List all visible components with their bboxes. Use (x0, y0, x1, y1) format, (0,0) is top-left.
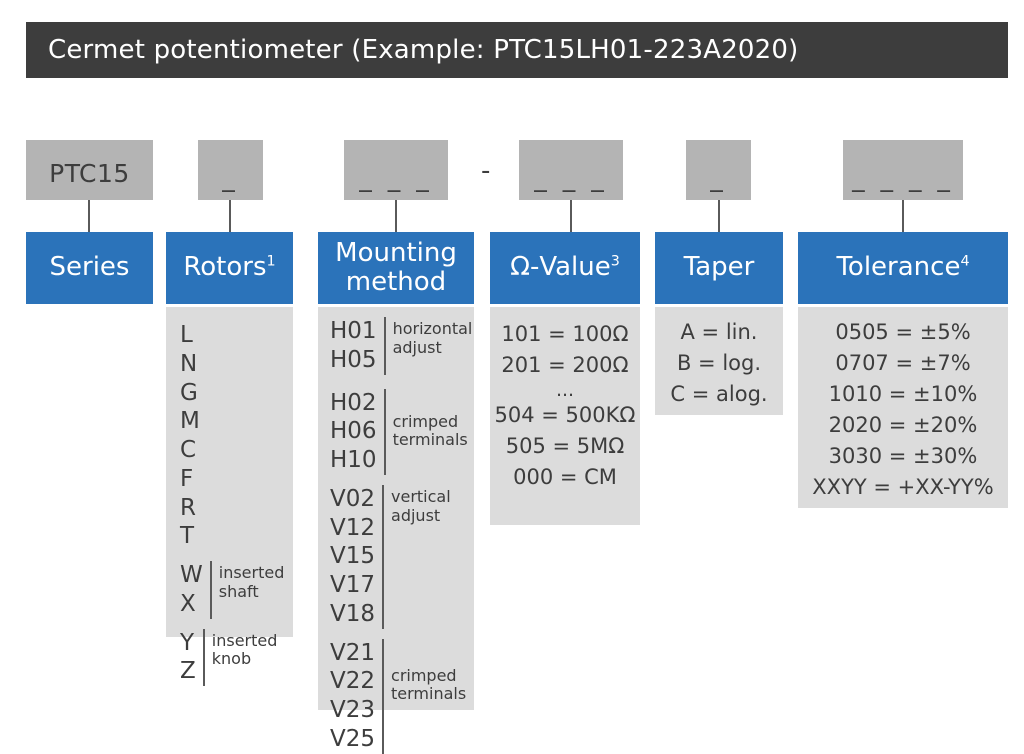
body-box-ohm-value: 101 = 100Ω 201 = 200Ω ... 504 = 500KΩ 50… (490, 307, 640, 525)
mount-codes-vertical-adjust: V02 V12 V15 V17 V18 (330, 485, 376, 627)
brace-bar-icon (209, 561, 212, 619)
rotor-group-inserted-shaft: W X inserted shaft (180, 561, 293, 619)
mount-note-crimped-terminals-v: crimped terminals (391, 665, 467, 704)
ohm-entry: 101 = 100Ω (501, 322, 629, 346)
tolerance-entry: 2020 = ±20% (828, 413, 978, 438)
mount-group-horizontal-adjust: H01 H05 horizontal adjust (330, 317, 474, 375)
mount-group-vertical-adjust: V02 V12 V15 V17 V18 vertical adjust (330, 484, 474, 629)
header-box-mounting-method: Mounting method (318, 232, 474, 304)
header-label-ohm-value: Ω-Value3 (510, 253, 620, 282)
part-number-breakdown-diagram: PTC15 Series _ Rotors1 L N G M C F R T W… (26, 140, 1008, 754)
brace-bar-icon (383, 317, 386, 375)
header-box-rotors: Rotors1 (166, 232, 293, 304)
brace-bar-icon (383, 388, 386, 475)
header-text-rotors: Rotors (183, 252, 267, 283)
header-box-taper: Taper (655, 232, 783, 304)
rotor-group-inserted-knob: Y Z inserted knob (180, 628, 293, 686)
mount-group-crimped-terminals-v: V21 V22 V23 V25 crimped terminals (330, 638, 474, 754)
header-footnote-ohm-value: 3 (610, 253, 620, 270)
mount-codes-crimped-terminals-v: V21 V22 V23 V25 (330, 639, 376, 752)
mount-note-vertical-adjust: vertical adjust (391, 486, 451, 525)
body-inner-tolerance: 0505 = ±5% 0707 = ±7% 1010 = ±10% 2020 =… (798, 307, 1008, 515)
brace-bar-icon (202, 628, 205, 686)
code-label-series: PTC15 (49, 159, 130, 188)
brace-bar-icon (382, 484, 385, 629)
rotor-note-inserted-knob: inserted knob (211, 630, 278, 669)
tolerance-entry: 0505 = ±5% (835, 320, 971, 344)
header-label-series: Series (49, 252, 130, 283)
body-box-mounting-method: H01 H05 horizontal adjust H02 H06 H10 cr… (318, 307, 474, 754)
code-box-mounting-method: _ _ _ (344, 140, 448, 200)
tolerance-entry: 0707 = ±7% (835, 351, 971, 376)
segment-separator-dash: - (481, 156, 491, 186)
ohm-entry: 201 = 200Ω (501, 353, 629, 378)
rotor-codes-inserted-knob: Y Z (180, 629, 196, 685)
code-box-taper: _ (686, 140, 751, 200)
header-footnote-rotors: 1 (266, 253, 276, 270)
tolerance-entry: 1010 = ±10% (828, 382, 978, 407)
tolerance-entry: XXYY = +XX-YY% (812, 475, 994, 500)
rotor-note-inserted-shaft: inserted shaft (218, 563, 285, 601)
code-box-series: PTC15 (26, 140, 153, 200)
header-box-tolerance: Tolerance4 (798, 232, 1008, 304)
header-label-tolerance: Tolerance4 (836, 253, 969, 282)
header-label-mounting-method: Mounting method (335, 237, 457, 297)
ohm-entry: 504 = 500KΩ (494, 403, 636, 428)
rotor-note-wrap-inserted-knob: inserted knob (202, 628, 278, 686)
rotor-note-wrap-inserted-shaft: inserted shaft (209, 561, 285, 619)
tolerance-entry: 3030 = ±30% (828, 444, 978, 469)
header-box-series: Series (26, 232, 153, 304)
header-label-rotors: Rotors1 (183, 253, 275, 282)
code-box-ohm-value: _ _ _ (519, 140, 623, 200)
title-bar: Cermet potentiometer (Example: PTC15LH01… (26, 22, 1008, 78)
mount-note-wrap-vertical-adjust: vertical adjust (382, 484, 451, 629)
body-inner-mounting-method: H01 H05 horizontal adjust H02 H06 H10 cr… (318, 307, 474, 754)
code-blanks-mounting-method: _ _ _ (359, 163, 433, 192)
connector-taper (718, 200, 720, 232)
connector-mounting-method (395, 200, 397, 232)
header-text-ohm-value: Ω-Value (510, 252, 611, 283)
mount-codes-horizontal-adjust: H01 H05 (330, 318, 377, 373)
connector-rotors (229, 200, 231, 232)
body-box-tolerance: 0505 = ±5% 0707 = ±7% 1010 = ±10% 2020 =… (798, 307, 1008, 508)
mount-note-wrap-crimped-terminals-v: crimped terminals (382, 638, 467, 754)
body-inner-ohm-value: 101 = 100Ω 201 = 200Ω ... 504 = 500KΩ 50… (490, 307, 640, 505)
header-text-tolerance: Tolerance (836, 252, 961, 283)
code-box-tolerance: _ _ _ _ (843, 140, 963, 200)
connector-series (88, 200, 90, 232)
header-footnote-tolerance: 4 (960, 253, 970, 270)
mount-group-crimped-terminals-h: H02 H06 H10 crimped terminals (330, 388, 474, 475)
ohm-entry: 505 = 5MΩ (505, 434, 625, 459)
code-blanks-tolerance: _ _ _ _ (852, 163, 954, 192)
taper-entry: C = alog. (670, 382, 768, 407)
connector-tolerance (902, 200, 904, 232)
body-inner-taper: A = lin. B = log. C = alog. (655, 307, 783, 422)
ohm-entry-ellipsis: ... (555, 379, 575, 402)
mount-note-wrap-crimped-terminals-h: crimped terminals (383, 388, 468, 475)
rotor-codes-inserted-shaft: W X (180, 562, 203, 617)
rotor-group-plain: L N G M C F R T (180, 321, 293, 551)
header-label-taper: Taper (683, 252, 755, 283)
mount-codes-crimped-terminals-h: H02 H06 H10 (330, 389, 377, 474)
code-blanks-taper: _ (710, 163, 727, 192)
mount-note-crimped-terminals-h: crimped terminals (392, 411, 468, 450)
header-box-ohm-value: Ω-Value3 (490, 232, 640, 304)
body-box-rotors: L N G M C F R T W X inserted shaft Y Z i… (166, 307, 293, 686)
code-blanks-ohm-value: _ _ _ (534, 163, 608, 192)
rotor-codes-plain: L N G M C F R T (180, 322, 200, 550)
mount-note-wrap-horizontal-adjust: horizontal adjust (383, 317, 473, 375)
taper-entry: B = log. (676, 351, 762, 376)
connector-ohm-value (570, 200, 572, 232)
brace-bar-icon (382, 638, 385, 754)
mount-note-horizontal-adjust: horizontal adjust (392, 319, 473, 357)
code-blanks-rotors: _ (222, 163, 239, 192)
body-inner-rotors: L N G M C F R T W X inserted shaft Y Z i… (166, 307, 293, 686)
body-box-taper: A = lin. B = log. C = alog. (655, 307, 783, 415)
page-title: Cermet potentiometer (Example: PTC15LH01… (48, 35, 799, 65)
taper-entry: A = lin. (680, 320, 758, 344)
ohm-entry: 000 = CM (513, 465, 617, 490)
code-box-rotors: _ (198, 140, 263, 200)
